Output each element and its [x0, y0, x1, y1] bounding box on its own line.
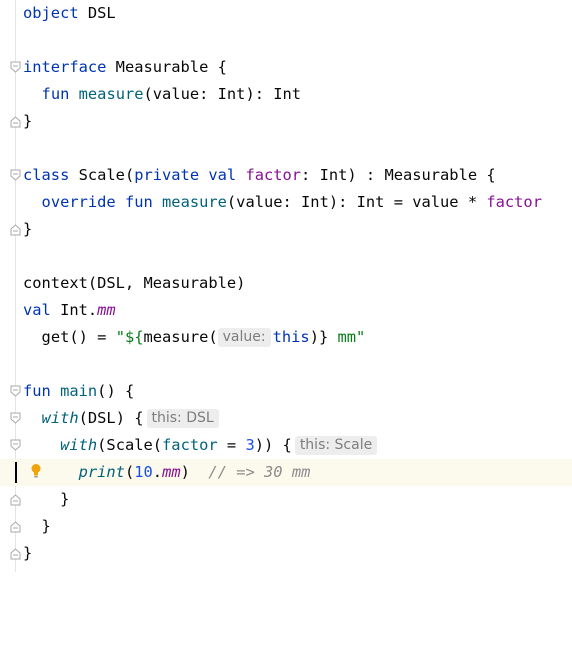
property-name: factor	[486, 193, 542, 211]
comment: // => 30 mm	[208, 463, 311, 481]
code-text: Measurable {	[106, 58, 227, 76]
scope-hint: this: Scale	[294, 436, 378, 455]
function-call: with	[60, 436, 98, 454]
keyword: override fun	[41, 193, 153, 211]
fold-close-icon[interactable]	[9, 115, 22, 128]
extension-property: mm	[162, 463, 181, 481]
string-literal: mm"	[328, 328, 366, 346]
keyword: private val	[134, 166, 237, 184]
code-text: (	[124, 463, 135, 481]
code-line-1[interactable]: object DSL	[0, 0, 572, 27]
code-line-13[interactable]: get() = "${measure(value:this)} mm"	[0, 324, 572, 351]
number-literal: 10	[134, 463, 153, 481]
code-text: Int.	[50, 301, 98, 319]
code-line-18[interactable]: print(10.mm) // => 30 mm	[0, 459, 572, 486]
code-line-20[interactable]: }	[0, 513, 572, 540]
keyword: object	[23, 4, 79, 22]
code-line-16[interactable]: with(DSL) {this: DSL	[0, 405, 572, 432]
property-name: factor	[245, 166, 302, 184]
keyword: class	[23, 166, 70, 184]
code-text	[51, 382, 60, 400]
text-cursor	[15, 462, 17, 483]
code-line-12[interactable]: val Int.mm	[0, 297, 572, 324]
keyword: interface	[23, 58, 107, 76]
number-literal: 3	[245, 436, 255, 454]
gutter-divider	[15, 0, 16, 572]
keyword: fun	[41, 85, 70, 103]
fold-close-icon[interactable]	[9, 223, 22, 236]
fold-open-icon[interactable]	[9, 61, 22, 74]
code-text: (DSL) {	[78, 409, 144, 427]
code-line-19[interactable]: }	[0, 486, 572, 513]
code-line-9[interactable]: }	[0, 216, 572, 243]
function-name: measure	[78, 85, 144, 103]
code-text: =	[217, 436, 246, 454]
code-line-4[interactable]: fun measure(value: Int): Int	[0, 81, 572, 108]
code-line-17[interactable]: with(Scale(factor = 3)) {this: Scale	[0, 432, 572, 459]
code-text: (value: Int): Int	[143, 85, 302, 103]
code-text: () {	[97, 382, 135, 400]
named-argument: factor	[162, 436, 218, 454]
code-text: }	[23, 112, 33, 130]
code-text: (value: Int): Int = value *	[226, 193, 487, 211]
code-line-15[interactable]: fun main() {	[0, 378, 572, 405]
code-text: Scale(	[69, 166, 135, 184]
code-line-5[interactable]: }	[0, 108, 572, 135]
code-text: )) {	[254, 436, 292, 454]
code-text: .	[152, 463, 163, 481]
fold-close-icon[interactable]	[9, 493, 22, 506]
code-text: : Int) : Measurable {	[301, 166, 496, 184]
code-line-8[interactable]: override fun measure(value: Int): Int = …	[0, 189, 572, 216]
function-call: print	[78, 463, 125, 481]
keyword: fun	[23, 382, 51, 400]
code-line-11[interactable]: context(DSL, Measurable)	[0, 270, 572, 297]
keyword: val	[23, 301, 51, 319]
code-text: }	[60, 490, 70, 508]
function-call: with	[41, 409, 79, 427]
lightbulb-icon[interactable]	[31, 463, 41, 479]
scope-hint: this: DSL	[146, 409, 219, 428]
code-text: }	[23, 544, 33, 562]
code-text: (Scale(	[97, 436, 163, 454]
code-text: measure(	[143, 328, 218, 346]
code-line-21[interactable]: }	[0, 540, 572, 567]
code-line-3[interactable]: interface Measurable {	[0, 54, 572, 81]
code-text: }	[23, 220, 33, 238]
keyword: this	[272, 328, 310, 346]
function-name: main	[60, 382, 98, 400]
code-line-7[interactable]: class Scale(private val factor: Int) : M…	[0, 162, 572, 189]
fold-open-icon[interactable]	[9, 439, 22, 452]
code-text: )	[180, 463, 209, 481]
fold-close-icon[interactable]	[9, 520, 22, 533]
fold-open-icon[interactable]	[9, 412, 22, 425]
function-name: measure	[162, 193, 227, 211]
string-literal: "${	[115, 328, 144, 346]
code-editor[interactable]: object DSL interface Measurable { fun me…	[0, 0, 572, 572]
extension-property: mm	[97, 301, 116, 319]
code-text: }	[41, 517, 51, 535]
code-text: get() =	[41, 328, 116, 346]
code-text: DSL	[78, 4, 116, 22]
code-text: )}	[309, 328, 329, 346]
fold-close-icon[interactable]	[9, 547, 22, 560]
code-text: context(DSL, Measurable)	[23, 274, 246, 292]
parameter-hint: value:	[217, 328, 271, 347]
fold-open-icon[interactable]	[9, 385, 22, 398]
fold-open-icon[interactable]	[9, 169, 22, 182]
